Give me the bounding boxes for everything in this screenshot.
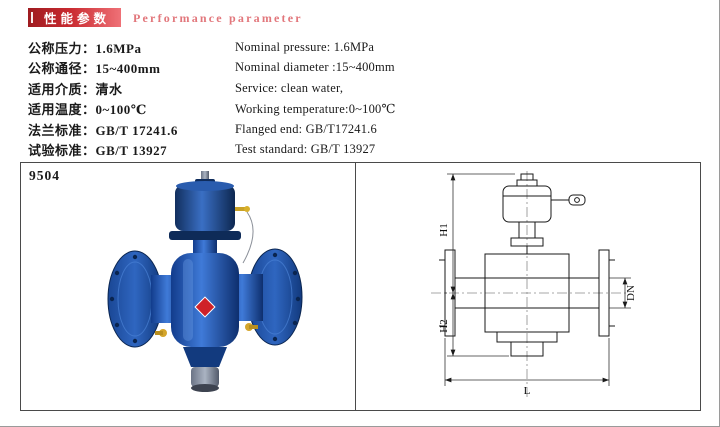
- spec-en-label: Working temperature:0~100℃: [235, 101, 396, 116]
- spec-en-label: Nominal pressure: 1.6MPa: [235, 39, 375, 54]
- panel-divider: [355, 163, 356, 410]
- performance-title-box: 性能参数: [28, 8, 121, 27]
- spec-table: 公称压力：1.6MPa Nominal pressure: 1.6MPa 公称通…: [28, 37, 468, 160]
- spec-cn-label: 法兰标准：GB/T 17241.6: [28, 122, 178, 138]
- spec-en-label: Service: clean water,: [235, 80, 344, 95]
- spec-row: 适用温度：0~100℃ Working temperature:0~100℃: [28, 99, 468, 120]
- spec-row: 适用介质：清水 Service: clean water,: [28, 78, 468, 99]
- spec-row: 公称压力：1.6MPa Nominal pressure: 1.6MPa: [28, 37, 468, 58]
- dimension-label-h2: H2: [438, 319, 450, 332]
- brand-logo: [194, 296, 216, 318]
- spec-en-label: Nominal diameter :15~400mm: [235, 60, 395, 75]
- product-panel: 9504: [20, 162, 701, 411]
- spec-cn-label: 适用介质：清水: [28, 81, 123, 97]
- spec-cn-label: 公称通径：15~400mm: [28, 61, 161, 77]
- dimension-label-h1: H1: [438, 223, 450, 236]
- dimension-label-l: L: [524, 385, 531, 397]
- valve-photo: [107, 171, 303, 392]
- spec-en-label: Test standard: GB/T 13927: [235, 142, 376, 157]
- dimension-label-dn: DN: [625, 285, 637, 301]
- model-number: 9504: [29, 168, 60, 183]
- performance-title-cn: 性能参数: [43, 12, 110, 26]
- spec-cn-label: 试验标准：GB/T 13927: [28, 143, 168, 159]
- spec-row: 法兰标准：GB/T 17241.6 Flanged end: GB/T17241…: [28, 119, 468, 140]
- valve-drawing: H1 H2 DN L: [431, 171, 637, 398]
- spec-cn-label: 公称压力：1.6MPa: [28, 40, 142, 56]
- performance-title-en: Performance parameter: [133, 11, 303, 25]
- spec-row: 试验标准：GB/T 13927 Test standard: GB/T 1392…: [28, 140, 468, 161]
- spec-row: 公称通径：15~400mm Nominal diameter :15~400mm: [28, 58, 468, 79]
- spec-en-label: Flanged end: GB/T17241.6: [235, 121, 377, 136]
- spec-cn-label: 适用温度：0~100℃: [28, 102, 147, 118]
